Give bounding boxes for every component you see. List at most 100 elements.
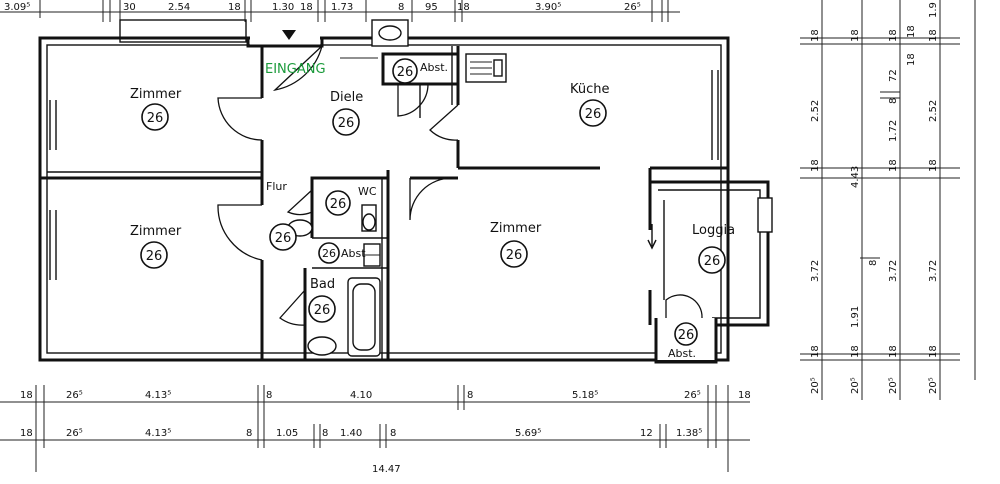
bottom-dimension-lines: 18 26⁵ 4.13⁵ 8 4.10 8 5.18⁵ 26⁵ 18 18 26… [0, 385, 751, 475]
room-name-diele: Diele [330, 90, 363, 105]
area-badge-bad: 26 [308, 295, 336, 323]
dim-top-2: 2.54 [168, 2, 190, 13]
dim-bottom1-1: 26⁵ [66, 390, 83, 401]
dim-right4-6: 20⁵ [928, 377, 939, 394]
dim-top-5: 18 [300, 2, 313, 13]
area-badge-wc: 26 [325, 190, 351, 216]
dim-right1-0: 18 [810, 29, 821, 42]
area-badge-abst-loggia: 26 [674, 322, 698, 346]
area-badge-abst-top: 26 [392, 58, 418, 84]
area-badge-zimmer-bottom-left: 26 [140, 241, 168, 269]
dim-right3-1: 72 [888, 69, 899, 82]
dim-top-6: 1.73 [331, 2, 353, 13]
dim-bottom2-9: 12 [640, 428, 653, 439]
dim-right4-2: 2.52 [928, 100, 939, 122]
dim-right3-7: 20⁵ [888, 377, 899, 394]
dim-right1-5: 20⁵ [810, 377, 821, 394]
area-badge-zimmer-top-left: 26 [141, 103, 169, 131]
room-name-flur: Flur [266, 180, 287, 193]
dim-bottom1-2: 4.13⁵ [145, 390, 171, 401]
dim-bottom2-10: 1.38⁵ [676, 428, 702, 439]
dim-top-3: 18 [228, 2, 241, 13]
room-name-zimmer-bottom-left: Zimmer [130, 224, 182, 239]
dim-bottom-total: 14.47 [372, 464, 401, 475]
dim-right4-0: 1.9 [928, 2, 939, 18]
dim-bottom2-5: 8 [322, 428, 328, 439]
dim-right-misc-0: 18 [906, 53, 917, 66]
dim-right2-2: 1.91 [850, 306, 861, 328]
dim-right2-4: 20⁵ [850, 377, 861, 394]
dim-top-11: 26⁵ [624, 2, 641, 13]
svg-text:26: 26 [338, 116, 355, 131]
svg-text:26: 26 [585, 107, 602, 122]
dim-bottom2-2: 4.13⁵ [145, 428, 171, 439]
area-badge-diele: 26 [332, 108, 360, 136]
dim-bottom2-4: 1.05 [276, 428, 298, 439]
dim-right2-0: 18 [850, 29, 861, 42]
svg-text:26: 26 [678, 328, 695, 343]
area-badge-loggia: 26 [698, 246, 726, 274]
dim-bottom2-7: 8 [390, 428, 396, 439]
dim-right1-2: 18 [810, 159, 821, 172]
dim-right4-4: 3.72 [928, 260, 939, 282]
dim-bottom1-7: 26⁵ [684, 390, 701, 401]
dim-bottom1-5: 8 [467, 390, 473, 401]
dim-top-7: 8 [398, 2, 404, 13]
dim-right1-4: 18 [810, 345, 821, 358]
dim-right2-3: 18 [850, 345, 861, 358]
dim-bottom2-6: 1.40 [340, 428, 362, 439]
dim-right4-5: 18 [928, 345, 939, 358]
svg-text:26: 26 [506, 248, 523, 263]
interior-walls [40, 46, 728, 360]
top-dimension-line: 3.09⁵ 30 2.54 18 1.30 18 1.73 8 95 18 3.… [0, 0, 680, 22]
dim-right-misc-2: 18 [906, 25, 917, 38]
dim-right1-1: 2.52 [810, 100, 821, 122]
dim-right3-3: 1.72 [888, 120, 899, 142]
dim-right4-3: 18 [928, 159, 939, 172]
area-badge-flur: 26 [269, 223, 297, 251]
room-name-abst-small: Abst [341, 247, 366, 260]
room-name-wc: WC [358, 185, 377, 198]
svg-text:26: 26 [322, 247, 336, 260]
dim-top-4: 1.30 [272, 2, 294, 13]
dim-bottom2-8: 5.69⁵ [515, 428, 541, 439]
dim-top-0: 3.09⁵ [4, 2, 30, 13]
dim-bottom1-8: 18 [738, 390, 751, 401]
svg-text:26: 26 [147, 111, 164, 126]
dim-right3-0: 18 [888, 29, 899, 42]
dim-bottom1-4: 4.10 [350, 390, 372, 401]
doors [217, 45, 703, 326]
dim-bottom2-0: 18 [20, 428, 33, 439]
dim-right3-6: 18 [888, 345, 899, 358]
dim-right3-5: 3.72 [888, 260, 899, 282]
entrance-label: EINGANG [265, 62, 326, 77]
dim-right1-3: 3.72 [810, 260, 821, 282]
fixtures [282, 19, 657, 357]
room-name-abst-loggia: Abst. [668, 347, 696, 360]
entrance-arrow-icon [282, 30, 296, 40]
room-name-kueche: Küche [570, 82, 610, 97]
dim-right3-4: 18 [888, 159, 899, 172]
dim-bottom1-0: 18 [20, 390, 33, 401]
room-name-abst-top: Abst. [420, 61, 448, 74]
room-name-zimmer-center: Zimmer [490, 221, 542, 236]
svg-text:26: 26 [397, 65, 414, 80]
svg-text:26: 26 [330, 197, 347, 212]
dim-top-8: 95 [425, 2, 438, 13]
dim-top-10: 3.90⁵ [535, 2, 561, 13]
area-badge-abst-small: 26 [318, 242, 340, 264]
dim-top-9: 18 [457, 2, 470, 13]
dim-right4-1: 18 [928, 29, 939, 42]
dim-right-misc-1: 8 [868, 260, 879, 266]
dim-right3-2: 8 [888, 98, 899, 104]
svg-text:26: 26 [704, 254, 721, 269]
room-name-bad: Bad [310, 277, 335, 292]
dim-bottom1-3: 8 [266, 390, 272, 401]
area-badge-kueche: 26 [579, 99, 607, 127]
room-labels: EINGANG Zimmer 26 Diele 26 26 Abst. Küch… [130, 58, 735, 360]
dim-bottom2-3: 8 [246, 428, 252, 439]
dim-top-1: 30 [123, 2, 136, 13]
room-name-loggia: Loggia [692, 223, 735, 238]
svg-text:26: 26 [146, 249, 163, 264]
